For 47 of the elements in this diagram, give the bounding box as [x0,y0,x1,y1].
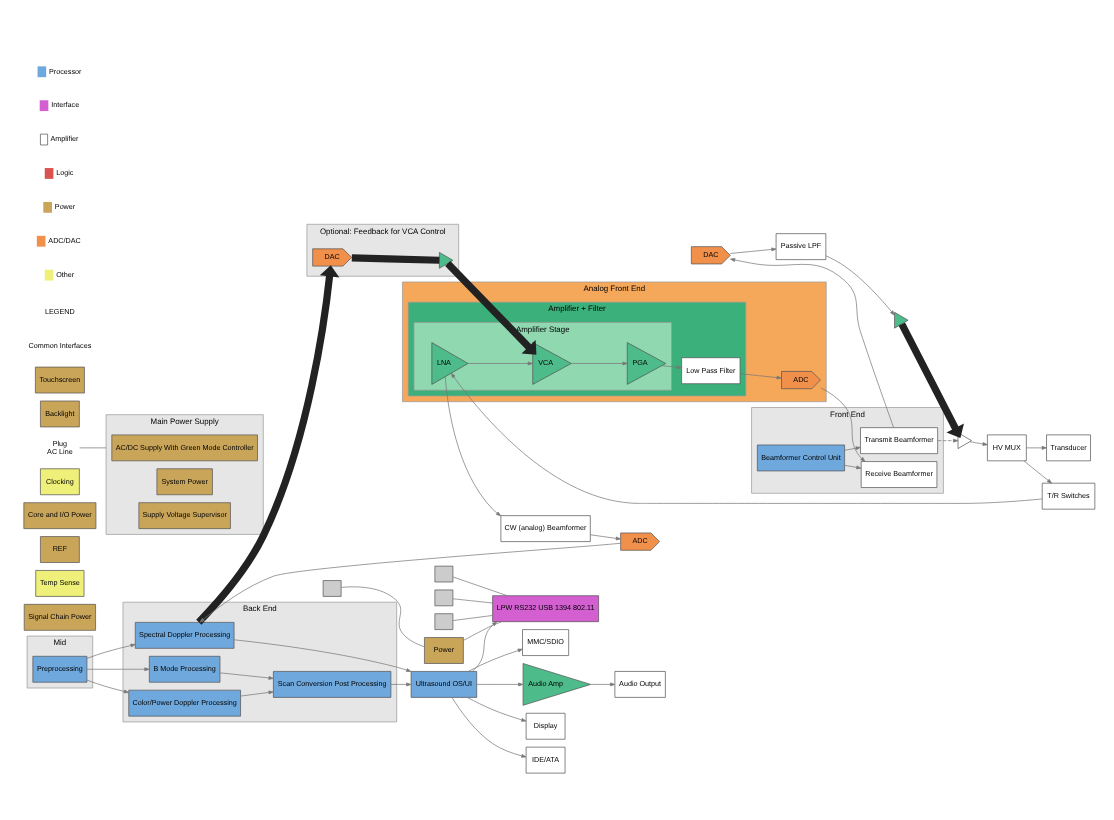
arrow [730,258,894,428]
arrow [570,361,628,366]
arrow [820,387,866,462]
connector [452,576,508,597]
arrow [390,682,412,687]
arrow [969,441,988,446]
arrow [476,682,524,687]
connector [340,586,425,648]
node-triangle [439,252,454,269]
arrow [844,446,861,451]
arrow [86,667,150,672]
arrow [450,372,1043,504]
node-box [434,565,454,583]
node-box [322,580,342,597]
node-triangle [957,432,972,449]
arrow [590,534,621,541]
arrow [451,697,527,758]
arrow [444,376,502,517]
arrow [1026,446,1047,450]
arrow [590,682,616,687]
arrow [445,261,537,355]
arrow [1023,460,1052,484]
node-triangle [894,311,909,329]
arrow [825,255,895,316]
arrow [937,438,959,443]
arrow [467,697,527,722]
arrow [471,621,498,672]
arrow [86,643,136,659]
node-box [434,589,454,607]
arrow [233,639,412,672]
arrow [730,247,777,254]
arrow [467,361,533,366]
connector [351,254,440,264]
arrow [86,679,129,694]
arrow [468,648,523,672]
arrow [196,265,340,625]
connector [452,615,493,621]
arrow [739,373,782,380]
connector [79,447,107,449]
arrow [219,672,274,680]
arrow [844,464,862,470]
connector [452,598,493,604]
node-box [434,613,454,630]
arrow [240,690,274,697]
arrow [661,365,682,370]
connector [463,621,502,641]
arrow [898,322,964,438]
